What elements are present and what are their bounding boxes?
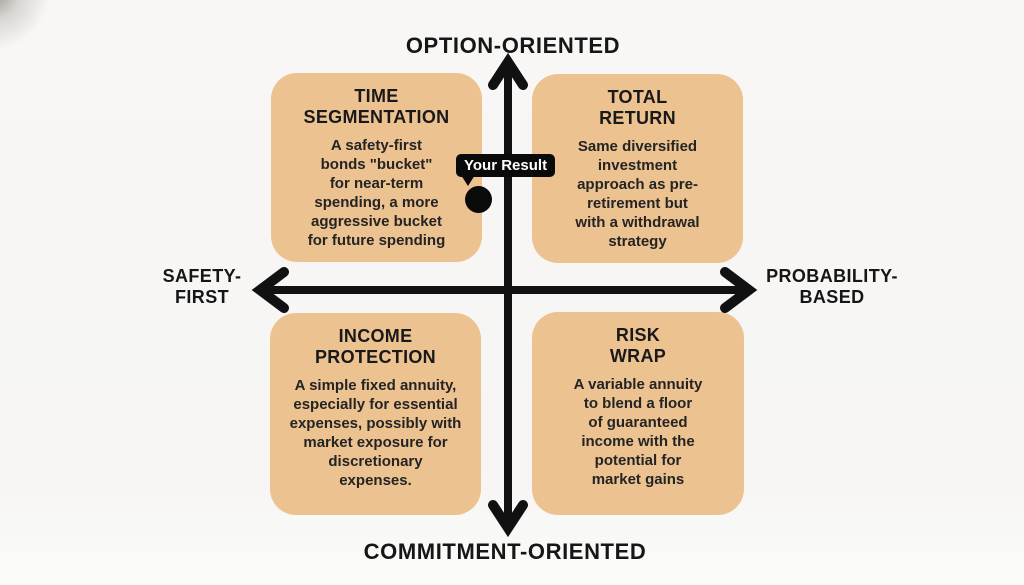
- axis-label-probability-based: PROBABILITY- BASED: [766, 266, 898, 307]
- quadrant-time-segmentation: TIME SEGMENTATION A safety-first bonds "…: [271, 73, 482, 262]
- your-result-tooltip: Your Result: [456, 154, 556, 177]
- quadrant-description: A safety-first bonds "bucket" for near-t…: [307, 137, 446, 249]
- axis-label-commitment-oriented: COMMITMENT-ORIENTED: [363, 539, 647, 564]
- quadrant-title: RISK WRAP: [609, 325, 667, 366]
- quadrant-risk-wrap: RISK WRAP A variable annuity to blend a …: [532, 312, 744, 515]
- result-point-marker: [465, 186, 492, 213]
- quadrant-total-return: TOTAL RETURN Same diversified investment…: [532, 74, 743, 263]
- axis-label-option-oriented: OPTION-ORIENTED: [405, 33, 621, 58]
- right-arrow-icon: [720, 267, 758, 313]
- quadrant-title: TOTAL RETURN: [599, 87, 676, 128]
- quadrant-title: TIME SEGMENTATION: [303, 86, 450, 127]
- quadrant-description: A simple fixed annuity, especially for e…: [289, 377, 462, 489]
- down-arrow-icon: [488, 500, 528, 538]
- up-arrow-icon: [488, 52, 528, 90]
- quadrant-income-protection: INCOME PROTECTION A simple fixed annuity…: [270, 313, 481, 515]
- axis-label-safety-first: SAFETY- FIRST: [162, 266, 242, 307]
- quadrant-title: INCOME PROTECTION: [314, 326, 436, 367]
- quadrant-description: Same diversified investment approach as …: [575, 138, 700, 250]
- tooltip-tail-icon: [461, 175, 475, 186]
- quadrant-description: A variable annuity to blend a floor of g…: [573, 376, 703, 488]
